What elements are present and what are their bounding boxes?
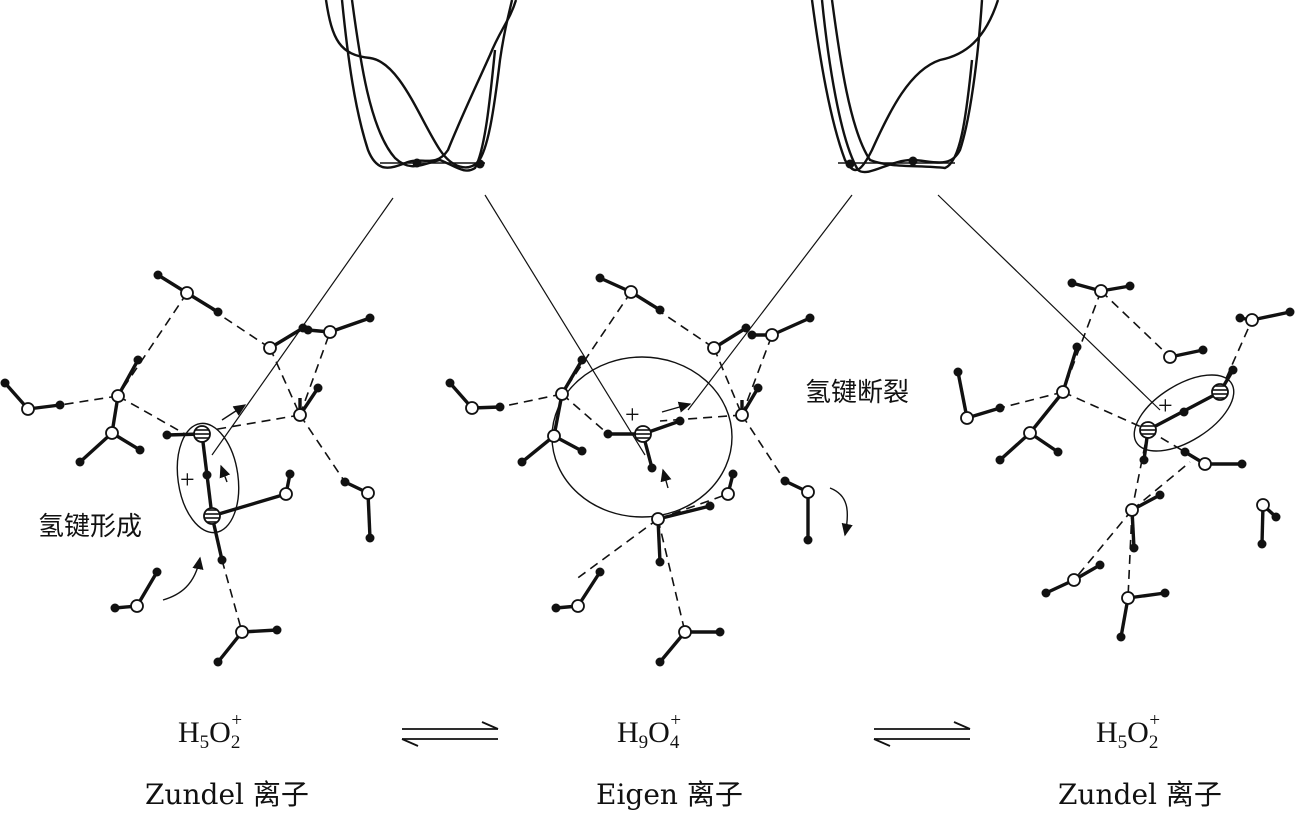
eigen-cluster — [445, 273, 853, 667]
hbond-formation-label: 氢键形成 — [38, 512, 143, 542]
hbond-breaking-label: 氢键断裂 — [805, 378, 910, 408]
equilibrium-arrow-left — [401, 721, 499, 747]
hydronium-oxygen — [203, 507, 221, 525]
ion-name-middle: Eigen 离子 — [596, 778, 743, 811]
formula-right: H5O2+ — [1096, 710, 1161, 753]
proton-ellipse — [1133, 374, 1235, 452]
well-left-dot — [412, 158, 422, 168]
well-right-dot — [845, 159, 855, 169]
hydronium-oxygen — [634, 425, 652, 443]
plus-charge-right: + — [1158, 391, 1173, 420]
zundel-cluster-left — [0, 270, 375, 667]
plus-charge-middle: + — [625, 400, 640, 429]
potential-well-right — [810, 0, 1000, 174]
potential-well-left — [324, 0, 518, 172]
well-left-dot — [475, 159, 485, 169]
well-right-dot — [908, 156, 918, 166]
ion-name-right: Zundel 离子 — [1058, 778, 1222, 811]
formula-middle: H9O4+ — [617, 710, 682, 753]
hydronium-oxygen — [1139, 421, 1157, 439]
ion-name-left: Zundel 离子 — [145, 778, 309, 811]
formula-left: H5O2+ — [178, 710, 243, 753]
hydronium-oxygen — [193, 425, 211, 443]
hydronium-oxygen — [1211, 383, 1229, 401]
zundel-cluster-right — [953, 278, 1295, 642]
plus-charge-left: + — [180, 465, 195, 494]
equilibrium-arrow-right — [873, 721, 971, 747]
